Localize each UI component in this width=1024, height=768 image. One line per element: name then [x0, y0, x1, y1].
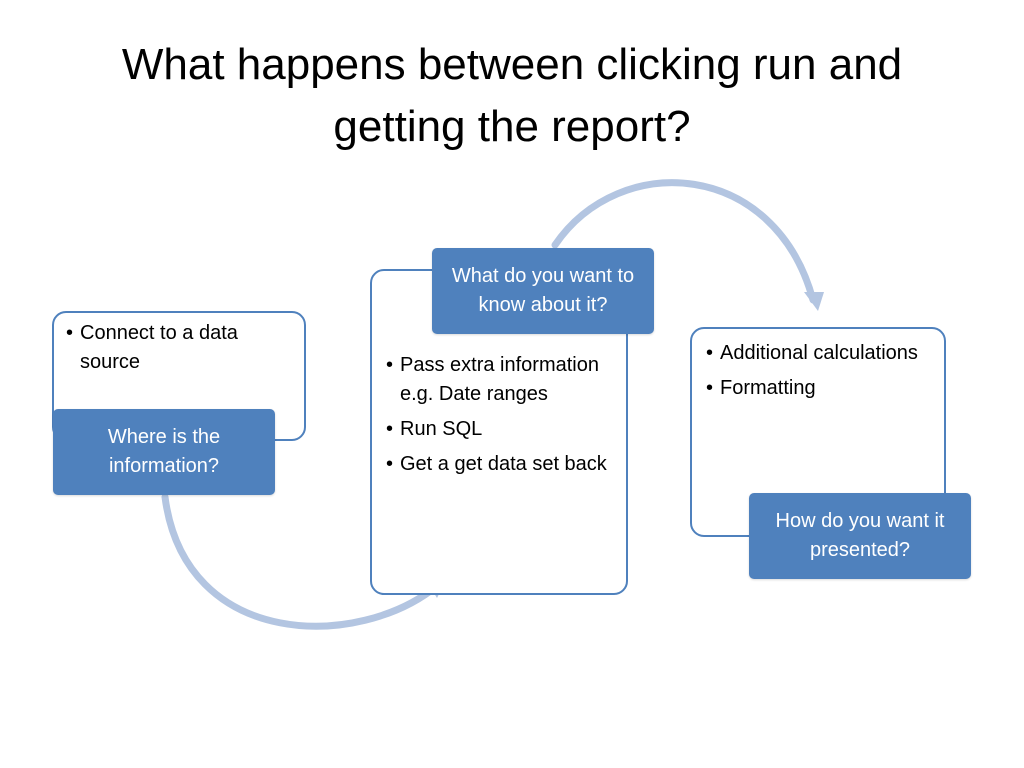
step-1-label: Where is the information? [53, 409, 275, 495]
bullet-item: Run SQL [382, 415, 616, 444]
arc-arrow-bottom [161, 493, 442, 630]
slide-title: What happens between clicking run and ge… [121, 40, 903, 151]
step-1-bullets: Connect to a data source [62, 319, 296, 377]
bullet-item: Pass extra information e.g. Date ranges [382, 351, 616, 409]
step-3-label: How do you want it presented? [749, 493, 971, 579]
arrowhead-top [804, 292, 824, 311]
bullet-item: Formatting [702, 374, 934, 403]
arc-arrow-top [551, 179, 817, 304]
bullet-item: Connect to a data source [62, 319, 296, 377]
bullet-item: Additional calculations [702, 339, 934, 368]
step-2-label: What do you want to know about it? [432, 248, 654, 334]
step-2-bullets: Pass extra information e.g. Date ranges … [382, 351, 616, 479]
step-3-bullets: Additional calculations Formatting [702, 339, 934, 403]
bullet-item: Get a get data set back [382, 450, 616, 479]
